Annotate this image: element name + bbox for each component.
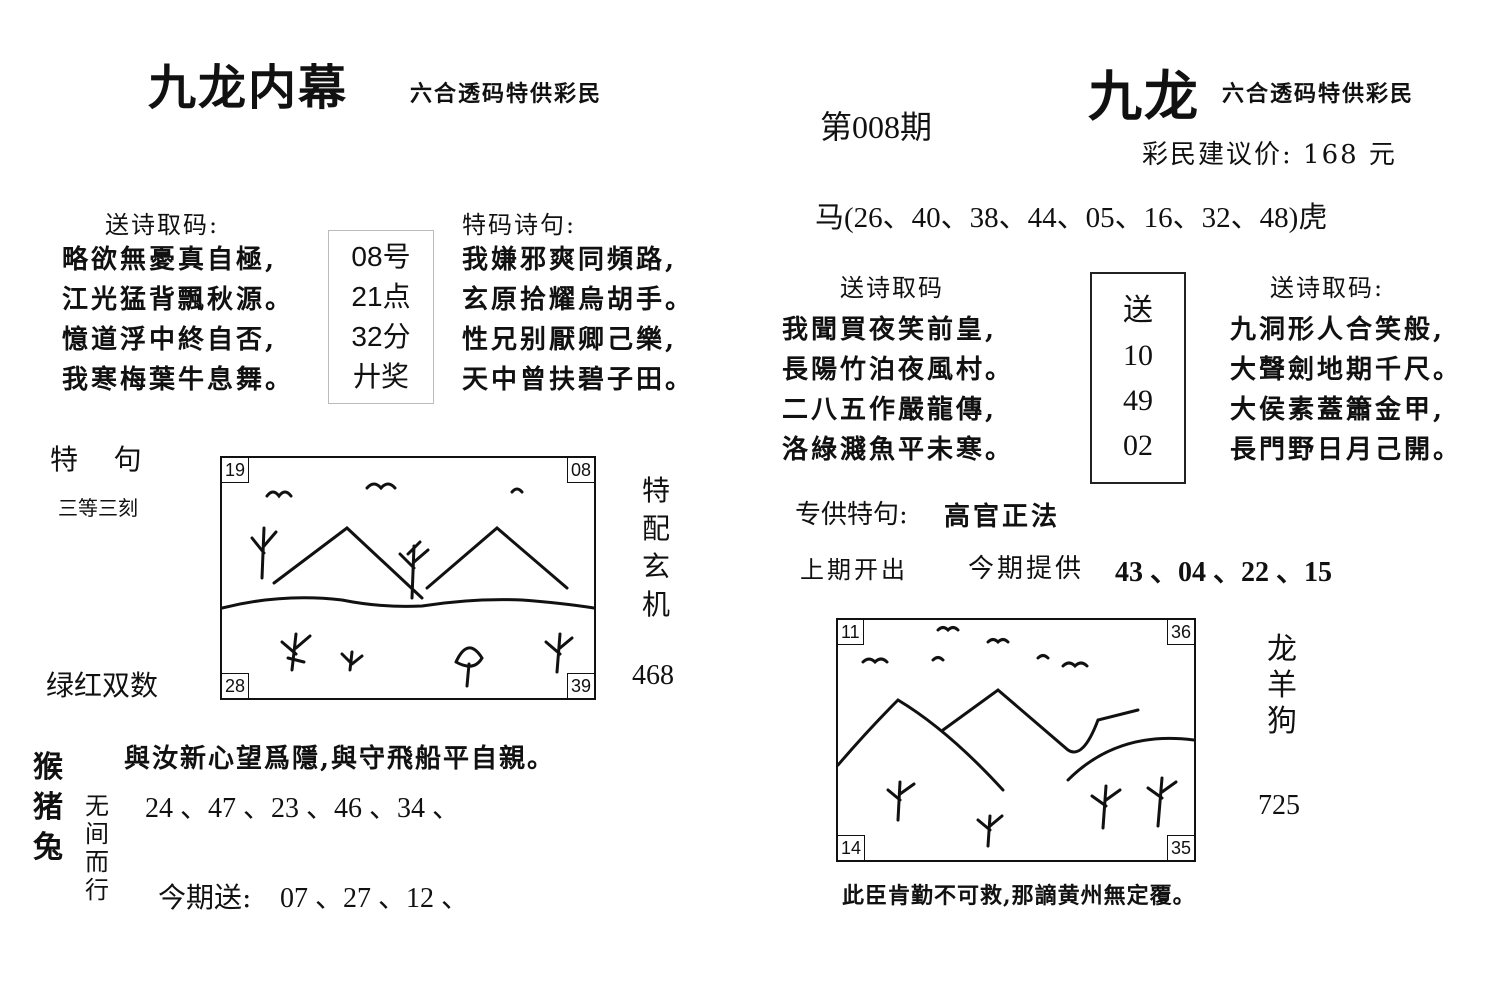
box-line: 49: [1123, 384, 1153, 417]
poem-line: 憶道浮中終自否,: [62, 325, 278, 355]
right-right-number: 725: [1258, 790, 1300, 821]
left-special-phrase-label: 特 句: [50, 443, 142, 476]
vertical-char: 特: [641, 474, 670, 507]
poem-line: 我聞買夜笑前皇,: [782, 315, 998, 345]
poem-line: 九洞形人合笑般,: [1230, 315, 1446, 345]
left-right-number: 468: [632, 660, 674, 691]
provide-numbers: 43 、04 、22 、15: [1115, 557, 1333, 588]
poem-line: 長門野日月己開。: [1230, 435, 1463, 465]
corner-number: 11: [837, 619, 864, 645]
left-phrase-vertical: 无 间 而 行: [82, 792, 112, 904]
zodiac-char: 狗: [1267, 704, 1297, 739]
poem-line: 略欲無憂真自極,: [62, 245, 278, 275]
corner-number: 19: [221, 457, 250, 483]
right-poem-left: 我聞買夜笑前皇, 長陽竹泊夜風村。 二八五作嚴龍傳, 洛綠濺魚平未寒。: [782, 310, 1014, 470]
right-poem-right: 九洞形人合笑般, 大聲劍地期千尺。 大侯素蓋簫金甲, 長門野日月己開。: [1230, 310, 1462, 470]
phrase-char: 间: [85, 820, 109, 848]
left-vertical-hint: 特 配 玄 机: [636, 472, 676, 624]
zodiac-char: 猪: [33, 790, 63, 825]
provide-label: 今期提供: [968, 554, 1085, 584]
right-proverb: 此臣肯勤不可救,那謫黄州無定覆。: [842, 883, 1196, 909]
poem-line: 大聲劍地期千尺。: [1230, 355, 1463, 385]
vertical-char: 配: [641, 512, 670, 545]
right-send-poem-header-right: 送诗取码:: [1270, 274, 1385, 302]
box-line: 08号: [351, 241, 411, 272]
zodiac-char: 羊: [1267, 668, 1297, 703]
right-title: 九龙: [1088, 64, 1200, 128]
phrase-char: 行: [85, 876, 109, 904]
left-numbers-row: 24 、47 、23 、46 、34 、: [145, 793, 461, 824]
poem-line: 玄原拾耀烏胡手。: [462, 285, 695, 315]
corner-number: 28: [221, 673, 250, 699]
box-line: 21点: [351, 281, 411, 312]
vertical-char: 玄: [641, 550, 670, 583]
box-line: 送: [1123, 294, 1153, 327]
left-special-poem: 我嫌邪爽同頻路, 玄原拾耀烏胡手。 性兄别厭卿己樂, 天中曾扶碧子田。: [462, 240, 694, 400]
left-today-send-numbers: 07 、27 、12 、: [280, 883, 470, 914]
poem-line: 我寒梅葉牛息舞。: [62, 365, 295, 395]
last-issue-label: 上期开出: [800, 556, 908, 584]
zodiac-char: 兔: [33, 830, 63, 865]
poem-line: 性兄别厭卿己樂,: [462, 325, 678, 355]
left-title: 九龙内幕: [148, 60, 349, 116]
box-line: 10: [1123, 339, 1153, 372]
poem-line: 洛綠濺魚平未寒。: [782, 435, 1015, 465]
corner-number: 36: [1166, 619, 1195, 645]
landscape-drawing: [222, 482, 594, 688]
box-line: 32分: [351, 321, 411, 352]
right-send-poem-header-left: 送诗取码: [840, 274, 944, 302]
corner-number: 39: [566, 673, 595, 699]
left-color-hint: 绿红双数: [46, 669, 159, 702]
left-send-poem: 略欲無憂真自極, 江光猛背飄秋源。 憶道浮中終自否, 我寒梅葉牛息舞。: [62, 240, 294, 400]
special-label: 专供特句:: [795, 500, 908, 530]
corner-number: 14: [837, 835, 866, 861]
left-today-send-label: 今期送:: [158, 881, 252, 914]
left-subtitle: 六合透码特供彩民: [410, 81, 603, 107]
special-value: 高官正法: [944, 502, 1061, 532]
corner-number: 35: [1166, 835, 1195, 861]
left-special-poem-header: 特码诗句:: [462, 211, 577, 239]
left-special-phrase: 三等三刻: [58, 496, 138, 520]
left-send-poem-header: 送诗取码:: [105, 211, 220, 239]
left-proverb: 與汝新心望爲隱,與守飛船平自親。: [124, 744, 556, 774]
right-number-box: 送 10 49 02: [1090, 272, 1186, 484]
poem-line: 二八五作嚴龍傳,: [782, 395, 998, 425]
poem-line: 長陽竹泊夜風村。: [782, 355, 1015, 385]
right-landscape-picture: 11 36 14 35: [836, 618, 1196, 862]
left-landscape-picture: 19 08 28 39: [220, 456, 596, 700]
price: 彩民建议价: 168 元: [1142, 140, 1397, 170]
left-number-box: 08号 21点 32分 廾奖: [328, 230, 434, 404]
box-line: 02: [1123, 429, 1153, 462]
zodiac-numbers-line: 马(26、40、38、44、05、16、32、48)虎: [815, 202, 1328, 234]
phrase-char: 而: [85, 848, 109, 876]
zodiac-char: 龙: [1267, 632, 1297, 667]
poem-line: 我嫌邪爽同頻路,: [462, 245, 678, 275]
landscape-drawing: [838, 626, 1194, 848]
phrase-char: 无: [85, 792, 109, 820]
vertical-char: 机: [641, 588, 670, 621]
issue-number: 第008期: [820, 109, 933, 145]
zodiac-char: 猴: [33, 750, 63, 785]
poem-line: 江光猛背飄秋源。: [62, 285, 295, 315]
right-subtitle: 六合透码特供彩民: [1222, 81, 1415, 107]
poem-line: 大侯素蓋簫金甲,: [1230, 395, 1446, 425]
poem-line: 天中曾扶碧子田。: [462, 365, 695, 395]
box-line: 廾奖: [352, 361, 409, 392]
corner-number: 08: [566, 457, 595, 483]
right-zodiac-vertical: 龙 羊 狗: [1262, 632, 1302, 740]
left-zodiac-vertical: 猴 猪 兔: [28, 748, 68, 868]
